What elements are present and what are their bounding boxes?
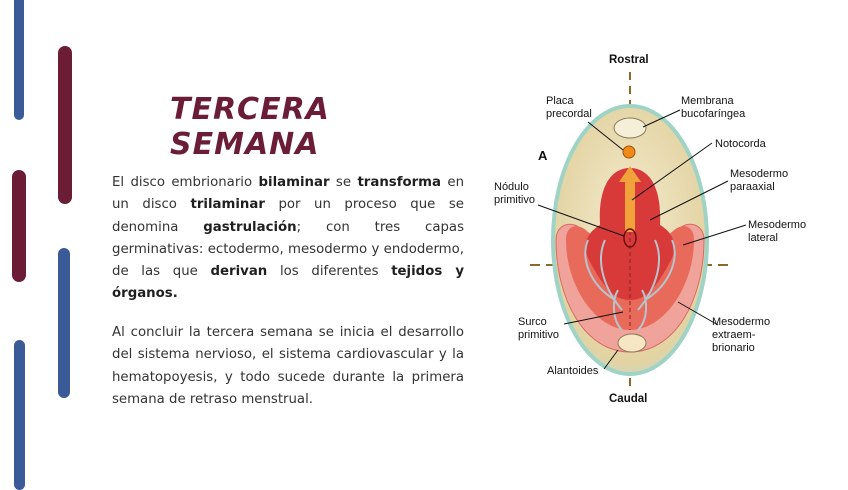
embryo-diagram: Rostral Caudal A Placa precordal Membran…	[494, 54, 806, 405]
slide-title: TERCERA SEMANA	[170, 92, 330, 162]
label-mparaaxial-1: Mesodermo	[730, 168, 788, 180]
label-mparaaxial-2: paraaxial	[730, 181, 775, 193]
text-run: ; con tres capas germinativas: ectodermo…	[112, 219, 464, 280]
prechordal-plate	[622, 145, 636, 159]
primitive-node	[623, 228, 637, 248]
label-mlateral-1: Mesodermo	[748, 219, 806, 231]
label-surco-2: primitivo	[518, 329, 559, 341]
label-rostral: Rostral	[609, 54, 649, 66]
label-mlateral-2: lateral	[748, 232, 778, 244]
label-mextra-1: Mesodermo	[712, 316, 770, 328]
label-surco-1: Surco	[518, 316, 547, 328]
maroon-stripe-2	[12, 170, 26, 282]
bold-term: bilaminar	[258, 175, 330, 190]
text-run: en un disco	[112, 175, 465, 213]
text-run: El disco embrionario	[112, 175, 259, 190]
text-run: se	[329, 175, 358, 190]
label-membrana-2: bucofaríngea	[681, 108, 746, 120]
label-placa-1: Placa	[546, 95, 574, 107]
paragraph-week-end: Al concluir la tercera semana se inicia …	[112, 325, 464, 407]
blue-stripe-3	[14, 340, 25, 490]
label-alantoides: Alantoides	[547, 365, 599, 377]
panel-letter: A	[538, 148, 548, 163]
label-caudal: Caudal	[609, 393, 647, 405]
label-notocorda: Notocorda	[715, 138, 767, 150]
blue-stripe-1	[14, 0, 24, 120]
label-membrana-1: Membrana	[681, 95, 734, 107]
label-placa-2: precordal	[546, 108, 592, 120]
label-mextra-3: brionario	[712, 342, 755, 354]
bold-term: trilaminar	[190, 197, 265, 213]
notochord-arrow	[619, 166, 641, 232]
paragraph-gastrulation: El disco embrionario bilaminar se transf…	[112, 172, 464, 306]
bold-term: tejidos y órganos.	[112, 264, 464, 302]
maroon-stripe-1	[58, 46, 72, 204]
label-nodulo-1: Nódulo	[494, 181, 529, 193]
label-nodulo-2: primitivo	[494, 194, 535, 206]
label-mextra-2: extraem-	[712, 329, 756, 341]
bold-term: gastrulación	[203, 219, 297, 235]
text-run: los diferentes	[267, 264, 392, 280]
bold-term: derivan	[210, 264, 268, 280]
buccopharyngeal-membrane	[613, 117, 647, 139]
leader-lines	[537, 109, 747, 370]
blue-stripe-2	[58, 248, 70, 398]
bold-term: transforma	[357, 175, 442, 190]
migration-arrows	[584, 239, 676, 331]
allantois	[617, 333, 647, 353]
text-run: por un proceso que se denomina	[112, 197, 464, 235]
